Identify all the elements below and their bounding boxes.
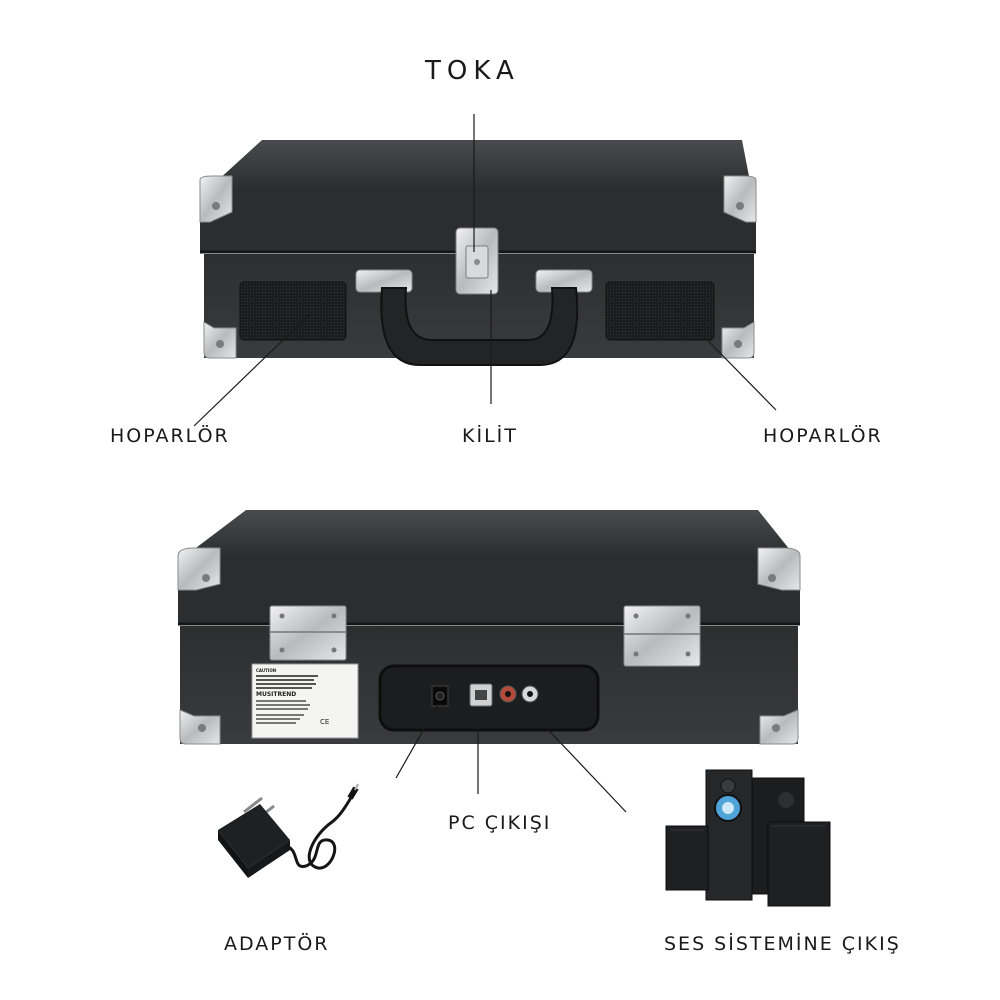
case-front-view: [199, 140, 757, 366]
corner-guard-icon: [199, 175, 233, 223]
hoparlor-left-label: HOPARLÖR: [110, 425, 230, 447]
corner-guard-icon: [177, 547, 221, 591]
callout-lines-top: [193, 114, 777, 427]
case-lid-top: [205, 140, 752, 192]
corner-guard-icon: [757, 547, 801, 591]
sticker-ce: CE: [320, 718, 329, 726]
ses-sistemine-cikis-label: SES SİSTEMİNE ÇIKIŞ: [664, 933, 901, 955]
toka-label: TOKA: [425, 56, 520, 86]
hoparlor-right-label: HOPARLÖR: [763, 425, 883, 447]
kilit-label: KİLİT: [462, 425, 518, 447]
adaptor-label: ADAPTÖR: [224, 933, 330, 955]
corner-guard-icon: [723, 175, 757, 223]
sticker-caution: CAUTION: [256, 668, 276, 673]
carry-handle: [380, 287, 579, 366]
speaker-right-grille: [605, 281, 715, 341]
speaker-system-icon: [665, 769, 831, 907]
sticker-brand: MUSITREND: [256, 691, 296, 698]
power-adapter-icon: [218, 783, 359, 878]
hinge-right: [623, 605, 701, 667]
pc-cikisi-label: PC ÇIKIŞI: [448, 812, 552, 834]
case-back-lid-top: [180, 510, 798, 560]
speaker-left-grille: [239, 281, 347, 341]
case-back-view: CAUTION MUSITREND CE: [177, 510, 801, 745]
callout-lines-bottom: [395, 701, 627, 813]
